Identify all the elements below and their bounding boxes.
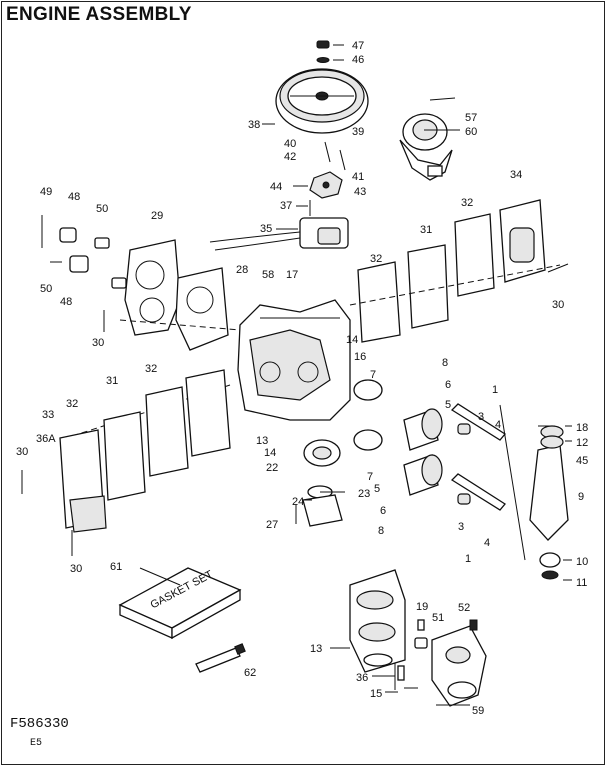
intake-manifold: [349, 569, 406, 673]
part-label-34: 34: [510, 169, 522, 181]
part-label-28: 28: [236, 264, 248, 276]
part-label-8b: 8: [378, 525, 384, 537]
right-covers: [357, 199, 569, 343]
part-label-30d: 30: [70, 563, 82, 575]
part-label-50a: 50: [96, 203, 108, 215]
part-label-7a: 7: [370, 369, 376, 381]
thermostat-cover: [302, 439, 343, 527]
page-title: ENGINE ASSEMBLY: [6, 4, 192, 25]
part-label-23: 23: [358, 488, 370, 500]
ignition-module: [209, 200, 349, 251]
part-label-17: 17: [286, 269, 298, 281]
part-label-62: 62: [244, 667, 256, 679]
part-label-1a: 1: [492, 384, 498, 396]
left-covers: [59, 369, 231, 533]
part-label-32a: 32: [461, 197, 473, 209]
carburetor: [414, 625, 487, 707]
part-label-19: 19: [416, 601, 428, 613]
small-hardware: [397, 619, 478, 689]
part-label-41: 41: [352, 171, 364, 183]
part-label-48a: 48: [68, 191, 80, 203]
part-label-14a: 14: [346, 334, 358, 346]
part-label-14b: 14: [264, 447, 276, 459]
part-label-30a: 30: [92, 337, 104, 349]
part-label-50b: 50: [40, 283, 52, 295]
part-label-47: 47: [352, 40, 364, 52]
part-label-4a: 4: [495, 419, 501, 431]
part-label-37: 37: [280, 200, 292, 212]
part-label-57: 57: [465, 112, 477, 124]
part-label-12: 12: [576, 437, 588, 449]
part-label-16: 16: [354, 351, 366, 363]
stator-plate: [309, 141, 346, 199]
part-label-29: 29: [151, 210, 163, 222]
part-label-61: 61: [110, 561, 122, 573]
part-label-7b: 7: [367, 471, 373, 483]
pistons: [353, 379, 443, 496]
part-label-24: 24: [292, 496, 304, 508]
part-label-51: 51: [432, 612, 444, 624]
connecting-rods: [450, 403, 526, 561]
part-label-18: 18: [576, 422, 588, 434]
part-label-1b: 1: [465, 553, 471, 565]
powerhead-block: [237, 299, 351, 421]
starter-assembly: [399, 97, 456, 181]
part-label-6a: 6: [445, 379, 451, 391]
part-label-32d: 32: [66, 398, 78, 410]
leader-lines: [139, 44, 572, 706]
part-label-9: 9: [578, 491, 584, 503]
part-label-36: 36: [356, 672, 368, 684]
part-label-43: 43: [354, 186, 366, 198]
part-label-13b: 13: [310, 643, 322, 655]
choke-linkage: [41, 215, 127, 289]
part-label-32b: 32: [370, 253, 382, 265]
part-label-35: 35: [260, 223, 272, 235]
part-label-30c: 30: [16, 446, 28, 458]
crankshaft: [529, 425, 569, 580]
part-label-31b: 31: [106, 375, 118, 387]
part-label-33: 33: [42, 409, 54, 421]
part-label-31a: 31: [420, 224, 432, 236]
flywheel: [275, 68, 369, 134]
part-label-13a: 13: [256, 435, 268, 447]
figure-sub: E5: [30, 738, 43, 749]
part-label-45: 45: [576, 455, 588, 467]
part-label-58: 58: [262, 269, 274, 281]
part-label-49: 49: [40, 186, 52, 198]
part-label-30b: 30: [552, 299, 564, 311]
part-label-6b: 6: [380, 505, 386, 517]
part-label-11: 11: [576, 577, 587, 589]
figure-number: F586330: [10, 716, 69, 732]
part-label-59: 59: [472, 705, 484, 717]
bolts: [21, 310, 396, 690]
part-label-40: 40: [284, 138, 296, 150]
part-label-15: 15: [370, 688, 382, 700]
part-label-8a: 8: [442, 357, 448, 369]
part-label-60: 60: [465, 126, 477, 138]
part-label-44: 44: [270, 181, 282, 193]
part-label-39: 39: [352, 126, 364, 138]
part-label-3a: 3: [478, 411, 484, 423]
part-label-38: 38: [248, 119, 260, 131]
part-label-5b: 5: [374, 483, 380, 495]
part-label-32c: 32: [145, 363, 157, 375]
part-label-46: 46: [352, 54, 364, 66]
sealant-tube: [195, 643, 246, 673]
part-label-10: 10: [576, 556, 588, 568]
part-label-3b: 3: [458, 521, 464, 533]
part-label-52: 52: [458, 602, 470, 614]
part-label-36A: 36A: [36, 433, 56, 445]
part-label-22: 22: [266, 462, 278, 474]
part-label-27: 27: [266, 519, 278, 531]
exhaust-cover-left: [124, 239, 229, 351]
gasket-set-box: GASKET SET: [118, 567, 242, 640]
part-label-42: 42: [284, 151, 296, 163]
flywheel-nut: [316, 40, 330, 63]
part-label-4b: 4: [484, 537, 490, 549]
part-label-5a: 5: [445, 399, 451, 411]
part-label-48b: 48: [60, 296, 72, 308]
